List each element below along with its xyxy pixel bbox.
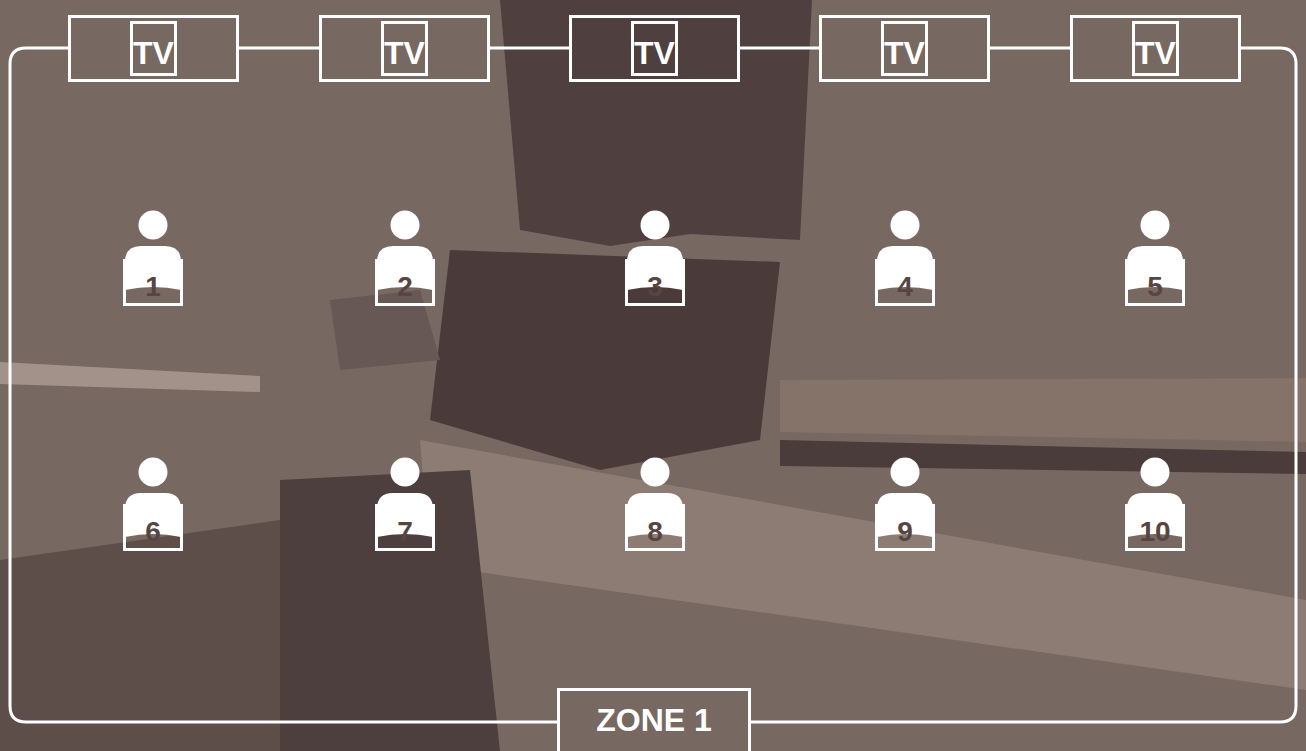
zone-area: TVTVTVTVTV12345678910ZONE 1 (10, 48, 1296, 722)
tv-box: TV (319, 15, 490, 82)
tv-label: TV (1132, 21, 1179, 76)
seat-number: 3 (625, 259, 685, 306)
tv-label: TV (130, 21, 177, 76)
tv-box: TV (1070, 15, 1241, 82)
seat-number: 9 (875, 504, 935, 551)
photo-dark-shape (430, 250, 780, 470)
seat-number: 6 (123, 504, 183, 551)
person-head (139, 458, 168, 487)
person-head (1141, 458, 1170, 487)
person-head (391, 211, 420, 240)
photo-dark-shape (280, 470, 500, 751)
person-marker: 6 (123, 457, 183, 539)
photo-light-shape (420, 440, 1306, 690)
person-head (641, 458, 670, 487)
person-marker: 7 (375, 457, 435, 539)
person-head (139, 211, 168, 240)
person-head (891, 458, 920, 487)
person-marker: 3 (625, 210, 685, 292)
person-marker: 9 (875, 457, 935, 539)
seat-number: 7 (375, 504, 435, 551)
tv-label: TV (881, 21, 928, 76)
photo-floor-band (780, 378, 1306, 442)
tv-box: TV (819, 15, 990, 82)
person-marker: 8 (625, 457, 685, 539)
tv-label: TV (381, 21, 428, 76)
person-head (1141, 211, 1170, 240)
seat-number: 5 (1125, 259, 1185, 306)
seat-number: 1 (123, 259, 183, 306)
tv-box: TV (68, 15, 239, 82)
zone-label: ZONE 1 (557, 688, 751, 751)
seat-number: 8 (625, 504, 685, 551)
person-marker: 1 (123, 210, 183, 292)
seat-number: 4 (875, 259, 935, 306)
person-head (641, 211, 670, 240)
zone-border (10, 48, 1296, 722)
photo-dark-shape (500, 0, 812, 246)
tv-label: TV (631, 21, 678, 76)
tv-box: TV (569, 15, 740, 82)
seat-number: 10 (1125, 504, 1185, 551)
person-marker: 2 (375, 210, 435, 292)
photo-dark-shape (0, 520, 280, 751)
photo-dark-band (780, 440, 1306, 474)
photo-light-bar (0, 362, 260, 392)
photo-mid-shape (330, 290, 440, 370)
person-marker: 10 (1125, 457, 1185, 539)
person-marker: 4 (875, 210, 935, 292)
person-head (891, 211, 920, 240)
person-head (391, 458, 420, 487)
seat-number: 2 (375, 259, 435, 306)
zone-outline (10, 48, 1296, 722)
person-marker: 5 (1125, 210, 1185, 292)
